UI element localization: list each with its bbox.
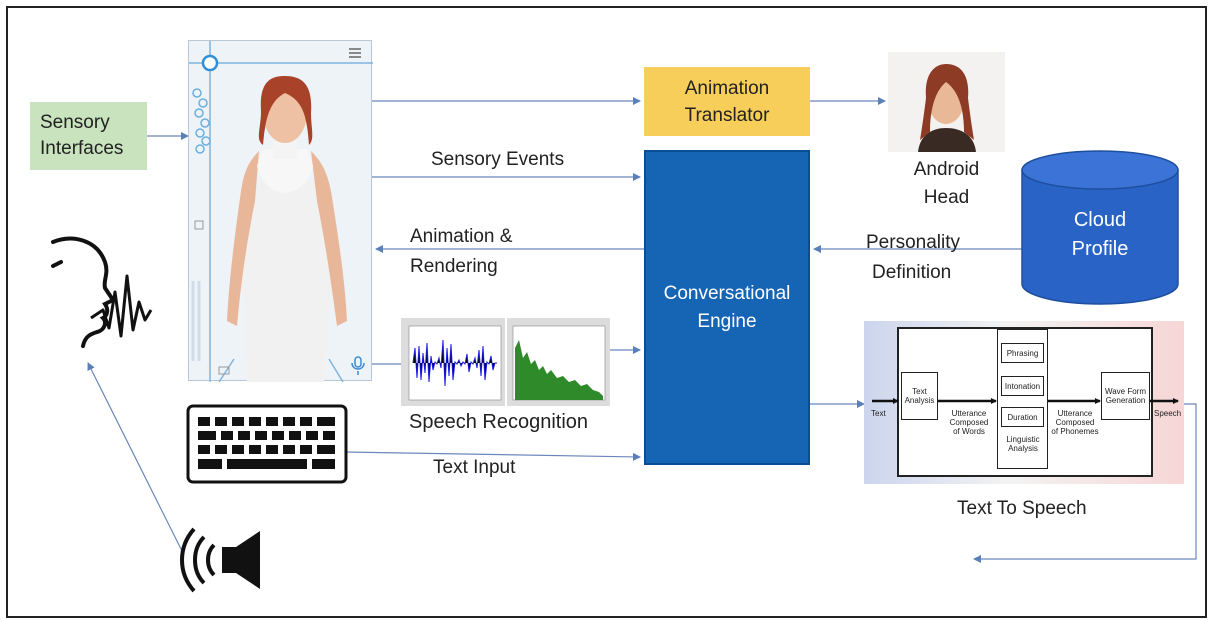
text-to-speech-panel: Text Text Analysis Utterance Composed of…	[864, 321, 1184, 484]
tts-text-analysis-box: Text Analysis	[901, 372, 938, 420]
tts-wave-form-line2: Generation	[1105, 396, 1146, 405]
tts-phrasing-text: Phrasing	[1006, 348, 1039, 358]
tts-output-speech: Speech	[1154, 409, 1182, 418]
tts-duration-box: Duration	[1001, 407, 1044, 427]
speaker-icon	[180, 527, 260, 593]
sensory-interfaces-line2: Interfaces	[40, 138, 124, 159]
tts-text-analysis-line1: Text	[912, 387, 927, 396]
tts-wave-form-line1: Wave Form	[1104, 387, 1147, 396]
tts-linguistic-analysis: Linguistic Analysis	[1000, 435, 1046, 453]
keyboard-icon	[186, 404, 348, 484]
conversational-engine-line1: Conversational	[663, 282, 791, 304]
arrow-tts-to-speaker	[973, 403, 1197, 563]
personality-definition-line1: Personality	[866, 232, 960, 253]
arrow-speaker-to-speaker-head	[87, 362, 184, 554]
android-head-label: Android Head	[889, 156, 1004, 212]
tts-wave-form-box: Wave Form Generation	[1101, 372, 1150, 420]
tts-linguistic-analysis-line1: Linguistic	[1006, 435, 1040, 444]
tts-utterance-phonemes-line1: Utterance	[1057, 409, 1093, 418]
android-head-line1: Android	[913, 159, 980, 180]
cloud-profile-cylinder	[1021, 150, 1179, 305]
waveform-plot	[412, 339, 497, 387]
tts-utterance-words-line2: Composed	[949, 418, 989, 427]
tts-linguistic-analysis-line2: Analysis	[1008, 444, 1038, 453]
avatar-app-illustration	[189, 41, 373, 383]
cloud-profile-line1: Cloud	[1073, 209, 1127, 231]
tts-input-text: Text	[871, 409, 886, 418]
speech-recognition-plots	[401, 318, 610, 406]
sensory-events-label: Sensory Events	[431, 149, 565, 170]
spectrum-plot	[515, 340, 603, 400]
tts-utterance-words-line3: of Words	[953, 427, 985, 436]
tts-phrasing-box: Phrasing	[1001, 343, 1044, 363]
tts-utterance-words: Utterance Composed of Words	[948, 409, 990, 436]
cloud-profile-label: Cloud Profile	[1030, 206, 1170, 264]
tts-utterance-phonemes: Utterance Composed of Phonemes	[1050, 409, 1100, 436]
tts-intonation-box: Intonation	[1001, 376, 1044, 396]
cloud-profile-line2: Profile	[1071, 238, 1129, 260]
animation-translator-line1: Animation	[684, 77, 770, 99]
tts-text-analysis-line2: Analysis	[904, 396, 935, 405]
tts-connectors	[872, 398, 1179, 404]
android-head-photo	[888, 52, 1005, 152]
menu-icon	[349, 48, 361, 58]
personality-definition-line2: Definition	[872, 262, 952, 283]
microphone-icon	[351, 356, 365, 375]
tts-utterance-phonemes-line3: of Phonemes	[1051, 427, 1099, 436]
personality-definition-label: Personality Definition	[866, 228, 960, 288]
conversational-engine-box: Conversational Engine	[644, 150, 810, 465]
animation-rendering-line1: Animation &	[410, 226, 513, 247]
text-to-speech-label: Text To Speech	[957, 498, 1087, 519]
diagram-frame	[6, 6, 1207, 618]
tts-utterance-phonemes-line2: Composed	[1055, 418, 1095, 427]
avatar-figure	[227, 76, 347, 382]
speaking-head-icon	[51, 236, 153, 348]
sensory-interfaces-line1: Sensory	[40, 112, 110, 133]
text-input-label: Text Input	[433, 457, 516, 478]
animation-rendering-label: Animation & Rendering	[410, 222, 512, 282]
animation-translator-line2: Translator	[684, 104, 770, 126]
conversational-engine-line2: Engine	[697, 310, 757, 332]
animation-translator-box: Animation Translator	[644, 67, 810, 136]
avatar-app-panel	[188, 40, 373, 383]
arrow-text-input	[345, 451, 641, 461]
tts-intonation-text: Intonation	[1004, 381, 1041, 391]
tts-utterance-words-line1: Utterance	[951, 409, 987, 418]
speech-recognition-label: Speech Recognition	[409, 411, 589, 433]
animation-rendering-line2: Rendering	[410, 256, 498, 277]
android-head-line2: Head	[923, 187, 970, 208]
sensory-interfaces-box: Sensory Interfaces	[30, 102, 147, 170]
tts-duration-text: Duration	[1007, 412, 1038, 422]
